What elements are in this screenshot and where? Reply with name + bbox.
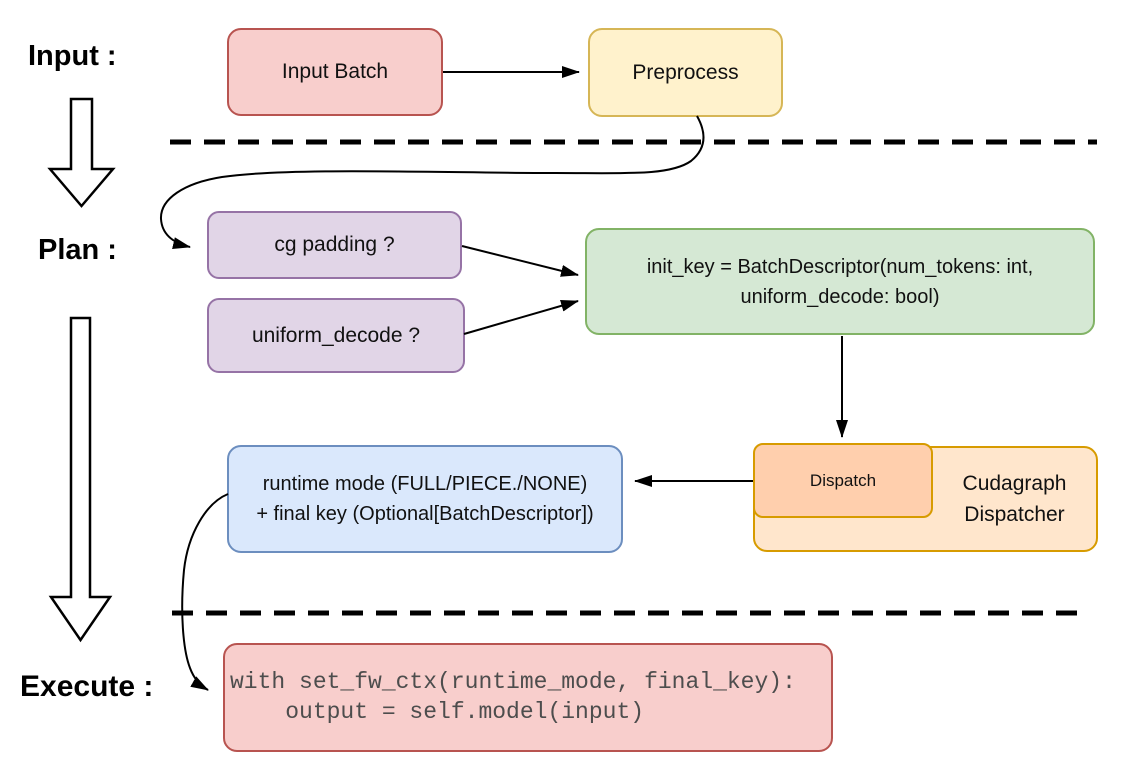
init-key-line1: init_key = BatchDescriptor(num_tokens: i… <box>646 255 1034 278</box>
preprocess-label: Preprocess <box>632 60 739 84</box>
cg-padding-label: cg padding ? <box>274 233 395 256</box>
preprocess-node: Preprocess <box>588 28 783 117</box>
cudagraph-dispatcher-label: Cudagraph Dispatcher <box>933 468 1096 530</box>
plan-to-execute-block-arrow <box>48 316 113 643</box>
init-key-line2: uniform_decode: bool) <box>740 285 940 308</box>
arrow-uniform-decode-to-init-key <box>463 299 579 335</box>
runtime-mode-line1: runtime mode (FULL/PIECE./NONE) <box>262 473 588 495</box>
execute-code-line1: with set_fw_ctx(runtime_mode, final_key)… <box>230 669 796 695</box>
input-batch-label: Input Batch <box>281 60 389 83</box>
runtime-mode-node: runtime mode (FULL/PIECE./NONE) + final … <box>227 445 623 553</box>
execute-code-line2: output = self.model(input) <box>230 699 645 725</box>
input-to-plan-block-arrow <box>47 97 116 208</box>
runtime-mode-line2: + final key (Optional[BatchDescriptor]) <box>256 503 594 525</box>
dispatch-label: Dispatch <box>809 470 877 490</box>
input-stage-label: Input : <box>28 40 117 72</box>
cudagraph-dispatcher-line1: Cudagraph <box>962 472 1067 495</box>
init-key-node: init_key = BatchDescriptor(num_tokens: i… <box>585 228 1095 335</box>
execute-code-node: with set_fw_ctx(runtime_mode, final_key)… <box>223 643 833 752</box>
cg-padding-node: cg padding ? <box>207 211 462 279</box>
arrow-runtime-mode-to-execute-code <box>181 493 229 691</box>
uniform-decode-label: uniform_decode ? <box>251 323 421 347</box>
execute-stage-label: Execute : <box>20 670 154 703</box>
uniform-decode-node: uniform_decode ? <box>207 298 465 373</box>
plan-stage-label: Plan : <box>38 234 117 266</box>
dispatch-node: Dispatch <box>753 443 933 518</box>
input-batch-node: Input Batch <box>227 28 443 116</box>
arrow-cg-padding-to-init-key <box>461 245 579 277</box>
cudagraph-dispatcher-line2: Dispatcher <box>964 503 1065 526</box>
